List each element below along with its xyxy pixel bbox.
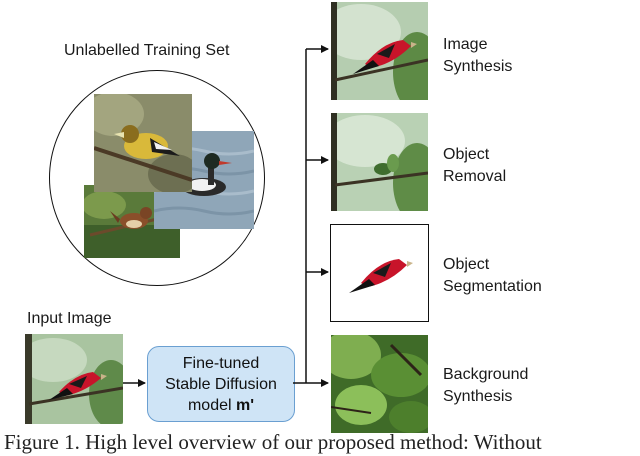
model-box: Fine-tuned Stable Diffusion model m'	[147, 346, 295, 422]
training-set-title: Unlabelled Training Set	[64, 42, 230, 59]
output-label-line: Background	[443, 366, 529, 383]
output-label-line: Removal	[443, 168, 507, 185]
model-line3: model m'	[188, 395, 254, 416]
output-label-object-segmentation: Object Segmentation	[443, 254, 542, 298]
input-image	[25, 334, 123, 424]
output-object-removal	[331, 113, 428, 211]
model-line1: Fine-tuned	[182, 354, 260, 372]
output-label-line: Synthesis	[443, 58, 513, 75]
output-object-segmentation	[330, 224, 429, 322]
output-label-object-removal: Object Removal	[443, 144, 506, 188]
figure-caption: Figure 1. High level overview of our pro…	[4, 430, 542, 454]
output-label-line: Object	[443, 146, 490, 163]
output-label-line: Segmentation	[443, 278, 542, 295]
model-line2: Stable Diffusion	[165, 375, 277, 393]
output-label-background-synthesis: Background Synthesis	[443, 364, 528, 408]
model-prefix: model	[187, 396, 236, 414]
output-image-synthesis	[331, 2, 428, 100]
output-label-image-synthesis: Image Synthesis	[443, 34, 512, 78]
output-label-line: Synthesis	[443, 388, 513, 405]
model-symbol: m'	[236, 396, 255, 414]
training-image-grosbeak	[94, 94, 192, 192]
output-label-line: Object	[443, 256, 490, 273]
input-image-label: Input Image	[27, 310, 112, 327]
output-background-synthesis	[331, 335, 428, 433]
output-label-line: Image	[443, 36, 488, 53]
